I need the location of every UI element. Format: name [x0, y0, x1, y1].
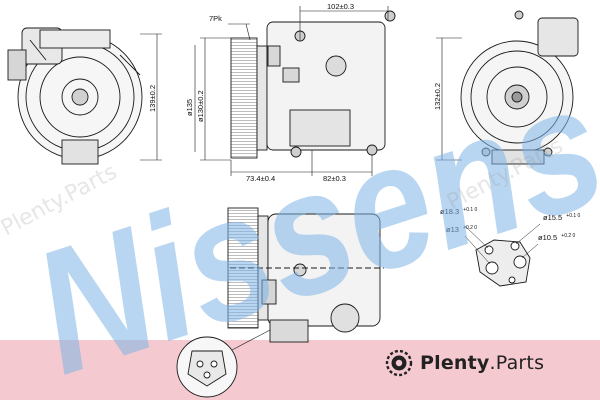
label-port-c: ø15.5 +0.1 0	[543, 213, 581, 222]
pink-band	[0, 340, 600, 400]
side-view	[230, 10, 396, 159]
label-port-c-main: ø15.5	[543, 213, 562, 222]
label-port-a: ø18.3 +0.1 0	[440, 207, 478, 216]
dimension-side	[194, 6, 389, 176]
label-port-d-tol: +0.2 0	[561, 233, 575, 239]
label-port-a-tol: +0.1 0	[463, 207, 477, 213]
port-plate	[464, 223, 541, 287]
label-port-a-main: ø18.3	[440, 207, 459, 216]
brand-name-rest: .Parts	[489, 352, 545, 374]
label-left-height: 139±0.2	[148, 85, 157, 112]
label-offset-right: 82±0.3	[323, 174, 346, 183]
brand-name: Plenty.Parts	[420, 352, 544, 374]
connector-detail	[176, 329, 271, 398]
dimension-left-height	[140, 33, 162, 161]
rear-view	[460, 10, 579, 165]
brand-name-bold: Plenty	[420, 352, 490, 374]
front-view	[7, 27, 143, 165]
label-belt: 7Pk	[209, 14, 222, 23]
label-pulley-outer: ø135	[185, 99, 194, 116]
bottom-view	[227, 207, 384, 343]
label-right-height: 132±0.2	[433, 83, 442, 110]
label-port-b-tol: +0.2 0	[463, 225, 477, 231]
dimension-labels: 7Pk 102±0.3 139±0.2 ø135 ø130±0.2 73.4±0…	[148, 2, 581, 242]
label-top-width: 102±0.3	[327, 2, 354, 11]
gear-sun-icon	[385, 349, 413, 377]
label-port-b: ø13 +0.2 0	[446, 225, 477, 234]
label-pulley-inner: ø130±0.2	[196, 90, 205, 122]
label-port-c-tol: +0.1 0	[566, 213, 580, 219]
label-offset-left: 73.4±0.4	[246, 174, 275, 183]
brand-logo: Plenty.Parts	[384, 346, 544, 380]
label-port-b-main: ø13	[446, 225, 459, 234]
label-port-d-main: ø10.5	[538, 233, 557, 242]
label-port-d: ø10.5 +0.2 0	[538, 233, 576, 242]
dimension-right-height	[436, 37, 462, 161]
